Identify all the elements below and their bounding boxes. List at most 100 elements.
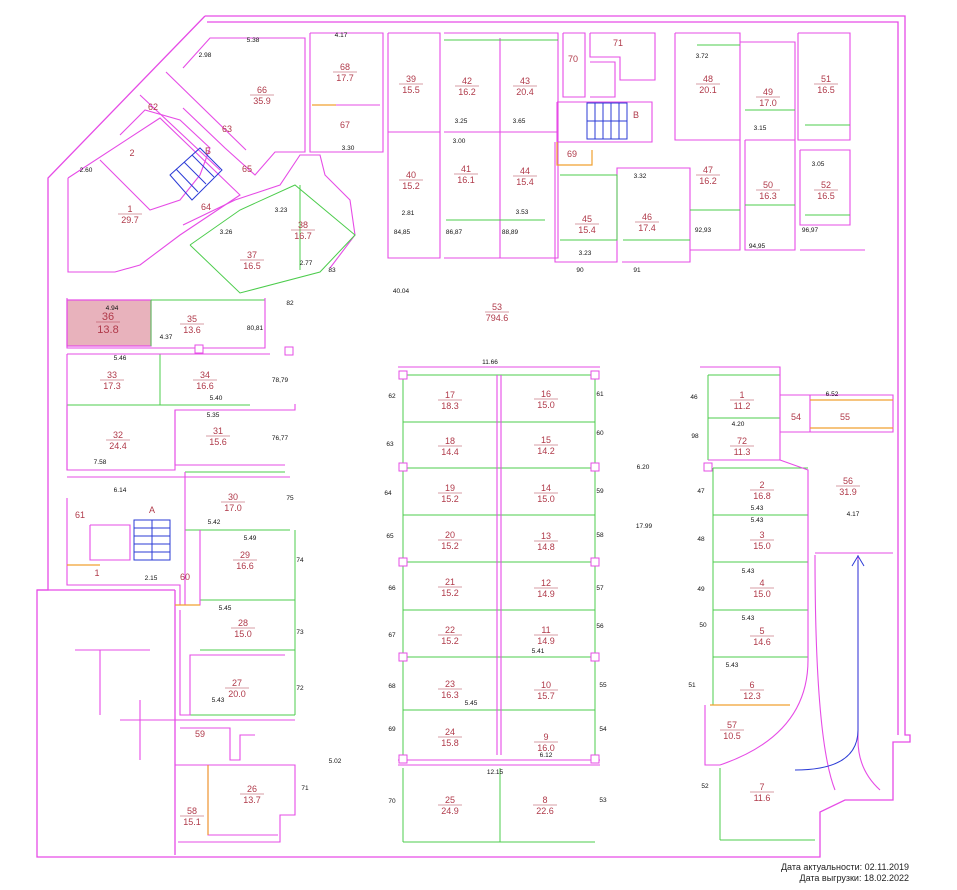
room-label[interactable]: 63 [222, 124, 232, 134]
dimension-label: 3.26 [220, 229, 233, 236]
room-label[interactable]: 70 [568, 54, 578, 64]
room-label[interactable]: 59 [195, 729, 205, 739]
room-label[interactable]: 916.0 [534, 732, 558, 753]
room-area: 14.4 [441, 447, 459, 457]
room-label[interactable]: 2 [129, 148, 134, 158]
room-area: 15.5 [402, 85, 420, 95]
room-number: 69 [567, 149, 577, 159]
room-area: 24.9 [441, 806, 459, 816]
room-label[interactable]: 514.6 [750, 626, 774, 647]
room-label[interactable]: 111.2 [730, 390, 754, 411]
room-label[interactable]: 62 [148, 102, 158, 112]
room-number: 9 [543, 732, 548, 742]
room-label[interactable]: 315.0 [750, 530, 774, 551]
room-label[interactable]: 822.6 [533, 795, 557, 816]
room-number: 2 [759, 480, 764, 490]
room-area: 15.2 [441, 588, 459, 598]
dimension-label: 5.41 [532, 648, 545, 655]
axis-mark: 84,85 [394, 229, 411, 236]
room-label[interactable]: 60 [180, 572, 190, 582]
room-label[interactable]: 61 [75, 510, 85, 520]
dimension-label: 5.45 [219, 605, 232, 612]
stair-letter: А [149, 505, 155, 515]
room-36-highlight[interactable] [66, 299, 152, 347]
dimension-label: 7.58 [94, 459, 107, 466]
room-label[interactable]: 69 [567, 149, 577, 159]
room-label[interactable]: 64 [201, 202, 211, 212]
room-label[interactable]: 415.0 [750, 578, 774, 599]
dimension-label: 5.45 [465, 700, 478, 707]
room-label[interactable]: 216.8 [750, 480, 774, 501]
room-label[interactable]: 54 [791, 412, 801, 422]
room-label[interactable]: 67 [340, 120, 350, 130]
room-label[interactable]: 71 [613, 38, 623, 48]
room-area: 17.0 [224, 503, 242, 513]
room-area: 16.3 [759, 191, 777, 201]
room-label[interactable]: 65 [242, 164, 252, 174]
room-number: 12 [541, 578, 551, 588]
dimension-label: 5.43 [751, 517, 764, 524]
axis-mark: 91 [633, 267, 641, 274]
room-number: 44 [520, 166, 530, 176]
room-label[interactable]: 612.3 [740, 680, 764, 701]
room-label[interactable]: 711.6 [750, 782, 774, 803]
room-area: 16.6 [196, 381, 214, 391]
room-label[interactable]: 129.7 [118, 204, 142, 225]
room-number: 23 [445, 679, 455, 689]
room-label[interactable]: 1 [94, 568, 99, 578]
room-label[interactable]: 55 [840, 412, 850, 422]
room-area: 20.0 [228, 689, 246, 699]
room-number: 24 [445, 727, 455, 737]
